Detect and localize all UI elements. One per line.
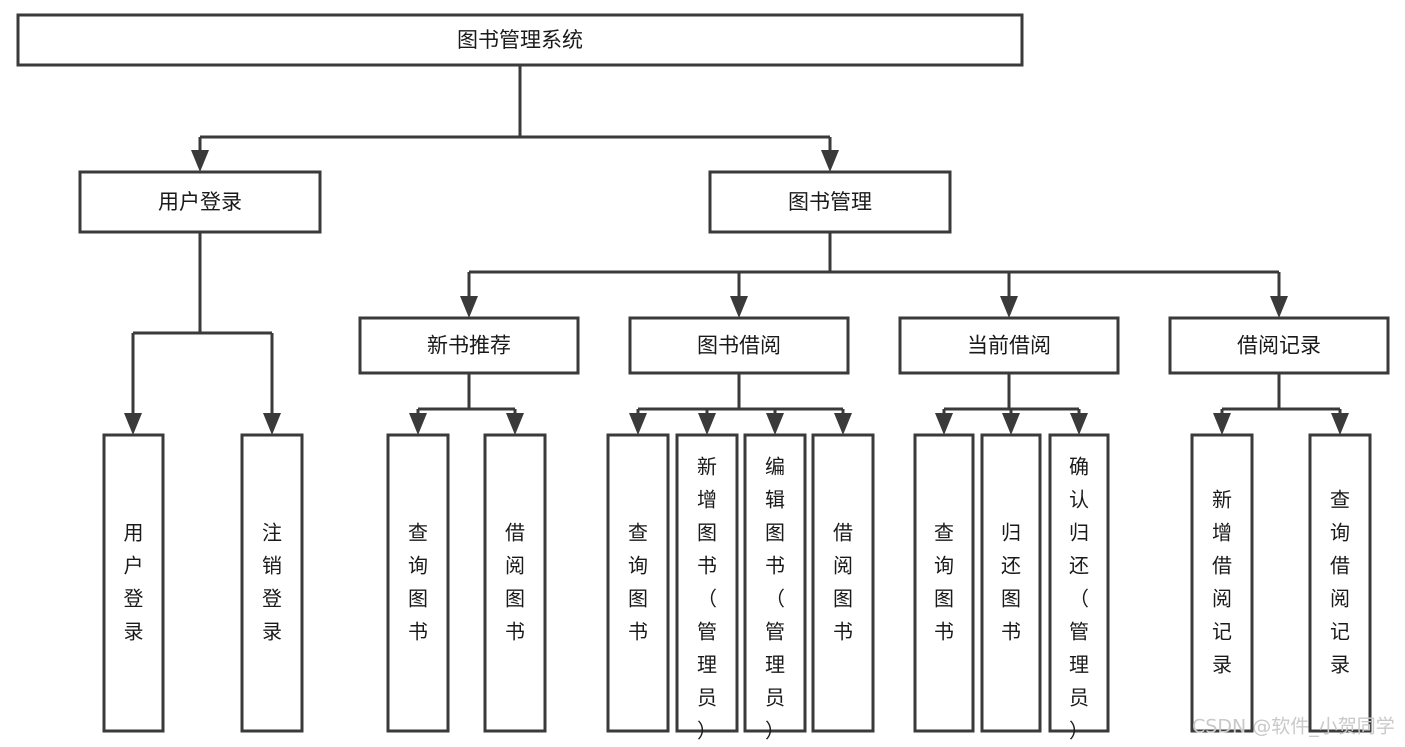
node-box-new-book-recommend[interactable] <box>358 316 580 375</box>
node-box-leaf-return-book[interactable] <box>980 433 1042 733</box>
node-box-borrow-record[interactable] <box>1168 316 1390 375</box>
node-leaf-query-book-current[interactable]: 查询图书 <box>913 433 975 733</box>
node-current-borrow[interactable]: 当前借阅 <box>898 316 1120 375</box>
node-label-leaf-add-book-admin: 新增图书（管理员） <box>697 454 717 742</box>
node-leaf-query-book-recommend[interactable]: 查询图书 <box>386 433 450 733</box>
arrow-head-icon <box>1000 296 1018 318</box>
node-label-leaf-query-book-current: 查询图书 <box>934 520 954 643</box>
connector-layer <box>124 65 1349 435</box>
node-box-current-borrow[interactable] <box>898 316 1120 375</box>
node-layer: 图书管理系统用户登录图书管理新书推荐图书借阅当前借阅借阅记录用户登录注销登录查询… <box>16 13 1390 742</box>
node-label-leaf-user-login: 用户登录 <box>124 520 144 643</box>
arrow-head-icon <box>629 413 647 435</box>
arrow-head-icon <box>1331 413 1349 435</box>
arrow-head-icon <box>409 413 427 435</box>
arrow-head-icon <box>766 413 784 435</box>
node-leaf-query-borrow-record[interactable]: 查询借阅记录 <box>1308 433 1372 733</box>
arrow-head-icon <box>1213 413 1231 435</box>
csdn-watermark: CSDN @软件_小贺同学 <box>1192 716 1395 738</box>
arrow-head-icon <box>698 413 716 435</box>
node-label-borrow-record: 借阅记录 <box>1237 334 1321 358</box>
node-box-leaf-logout-login[interactable] <box>240 433 304 733</box>
arrow-head-icon <box>263 413 281 435</box>
node-label-new-book-recommend: 新书推荐 <box>427 334 511 358</box>
node-box-book-manage[interactable] <box>708 170 952 234</box>
node-box-leaf-query-book-recommend[interactable] <box>386 433 450 733</box>
node-leaf-confirm-return-admin[interactable]: 确认归还（管理员） <box>1048 433 1110 742</box>
arrow-head-icon <box>124 413 142 435</box>
node-book-borrow[interactable]: 图书借阅 <box>628 316 850 375</box>
node-box-leaf-query-book[interactable] <box>606 433 670 733</box>
node-label-current-borrow: 当前借阅 <box>967 334 1051 358</box>
node-label-book-borrow: 图书借阅 <box>697 334 781 358</box>
arrow-head-icon <box>1270 296 1288 318</box>
node-box-leaf-edit-book-admin[interactable] <box>743 433 807 733</box>
node-label-leaf-return-book: 归还图书 <box>1001 520 1021 643</box>
node-box-leaf-borrow-book-recommend[interactable] <box>483 433 547 733</box>
node-borrow-record[interactable]: 借阅记录 <box>1168 316 1390 375</box>
arrow-head-icon <box>506 413 524 435</box>
arrow-head-icon <box>460 296 478 318</box>
node-label-leaf-edit-book-admin: 编辑图书（管理员） <box>765 454 785 742</box>
node-book-manage[interactable]: 图书管理 <box>708 170 952 234</box>
node-leaf-add-book-admin[interactable]: 新增图书（管理员） <box>675 433 739 742</box>
node-label-leaf-confirm-return-admin: 确认归还（管理员） <box>1069 454 1089 742</box>
arrow-head-icon <box>935 413 953 435</box>
node-label-leaf-logout-login: 注销登录 <box>262 520 282 643</box>
node-box-leaf-add-book-admin[interactable] <box>675 433 739 733</box>
node-label-leaf-query-book-recommend: 查询图书 <box>408 520 428 643</box>
node-leaf-return-book[interactable]: 归还图书 <box>980 433 1042 733</box>
arrow-head-icon <box>191 150 209 172</box>
node-box-leaf-query-book-current[interactable] <box>913 433 975 733</box>
node-leaf-logout-login[interactable]: 注销登录 <box>240 433 304 733</box>
node-label-user-login: 用户登录 <box>158 190 242 214</box>
node-label-leaf-borrow-book: 借阅图书 <box>833 520 853 643</box>
node-label-leaf-add-borrow-record: 新增借阅记录 <box>1212 487 1232 676</box>
node-box-leaf-user-login[interactable] <box>102 433 165 733</box>
node-user-login[interactable]: 用户登录 <box>78 170 322 234</box>
node-leaf-edit-book-admin[interactable]: 编辑图书（管理员） <box>743 433 807 742</box>
node-box-leaf-add-borrow-record[interactable] <box>1190 433 1254 733</box>
node-box-leaf-confirm-return-admin[interactable] <box>1048 433 1110 733</box>
arrow-head-icon <box>730 296 748 318</box>
node-label-book-manage: 图书管理 <box>788 190 872 214</box>
arrow-head-icon <box>821 150 839 172</box>
node-box-book-borrow[interactable] <box>628 316 850 375</box>
node-leaf-borrow-book[interactable]: 借阅图书 <box>811 433 875 733</box>
node-label-leaf-query-book: 查询图书 <box>628 520 648 643</box>
node-box-leaf-query-borrow-record[interactable] <box>1308 433 1372 733</box>
node-new-book-recommend[interactable]: 新书推荐 <box>358 316 580 375</box>
node-leaf-query-book[interactable]: 查询图书 <box>606 433 670 733</box>
node-label-leaf-borrow-book-recommend: 借阅图书 <box>505 520 525 643</box>
arrow-head-icon <box>834 413 852 435</box>
arrow-head-icon <box>1070 413 1088 435</box>
node-root[interactable]: 图书管理系统 <box>16 13 1024 67</box>
watermark-layer: CSDN @软件_小贺同学 <box>1192 716 1395 738</box>
node-box-leaf-borrow-book[interactable] <box>811 433 875 733</box>
node-label-leaf-query-borrow-record: 查询借阅记录 <box>1330 487 1350 676</box>
node-leaf-borrow-book-recommend[interactable]: 借阅图书 <box>483 433 547 733</box>
node-box-root[interactable] <box>16 13 1024 67</box>
node-box-user-login[interactable] <box>78 170 322 234</box>
arrow-head-icon <box>1002 413 1020 435</box>
node-leaf-add-borrow-record[interactable]: 新增借阅记录 <box>1190 433 1254 733</box>
node-label-root: 图书管理系统 <box>457 28 583 52</box>
node-leaf-user-login[interactable]: 用户登录 <box>102 433 165 733</box>
